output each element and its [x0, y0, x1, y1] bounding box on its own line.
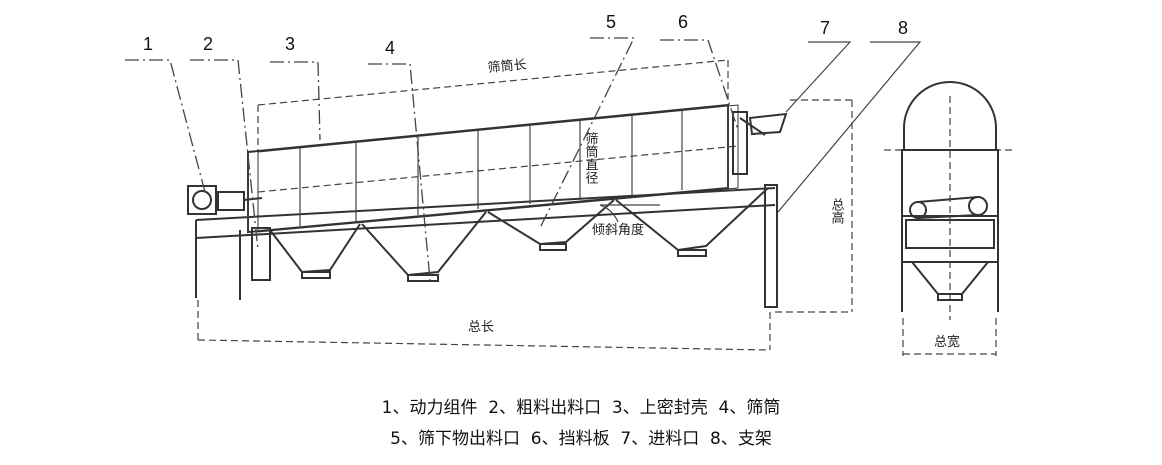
callout-4: 4: [385, 38, 395, 58]
callout-8: 8: [898, 18, 908, 38]
baffle-plate: [732, 111, 766, 175]
feed-inlet: [748, 112, 788, 136]
coarse-outlet-chute: [251, 227, 271, 281]
legend-line-1: 1、动力组件 2、粗料出料口 3、上密封壳 4、筛筒: [382, 398, 781, 418]
total-height-label: 总高: [829, 198, 845, 224]
callout-5: 5: [606, 12, 616, 32]
callout-1: 1: [143, 34, 153, 54]
screen-drum: [247, 103, 739, 234]
callout-2: 2: [203, 34, 213, 54]
total-length-label: 总长: [468, 320, 494, 335]
total-length-dim: [197, 339, 771, 351]
screen-length-dim: [257, 59, 729, 106]
dimension-lines: [197, 59, 997, 356]
frame-rail-lower: [195, 204, 776, 239]
drive-assembly: [187, 185, 263, 215]
sealing-hood: [903, 81, 997, 150]
total-width-label: 总宽: [934, 334, 960, 350]
undersize-hoppers: [269, 187, 769, 282]
screen-length-label: 筛筒长: [487, 57, 527, 76]
support-leg-right: [764, 184, 778, 308]
legend-line-2: 5、筛下物出料口 6、挡料板 7、进料口 8、支架: [390, 429, 772, 449]
leader-lines: [125, 37, 922, 281]
callout-7: 7: [820, 18, 830, 38]
drum-axis: [257, 145, 739, 193]
tilt-angle-label: 倾斜角度: [592, 222, 644, 238]
front-view: [884, 81, 1016, 320]
callout-6: 6: [678, 12, 688, 32]
callout-3: 3: [285, 34, 295, 54]
side-view: [187, 103, 788, 308]
screen-diameter-label: 筛筒直径: [583, 132, 599, 184]
